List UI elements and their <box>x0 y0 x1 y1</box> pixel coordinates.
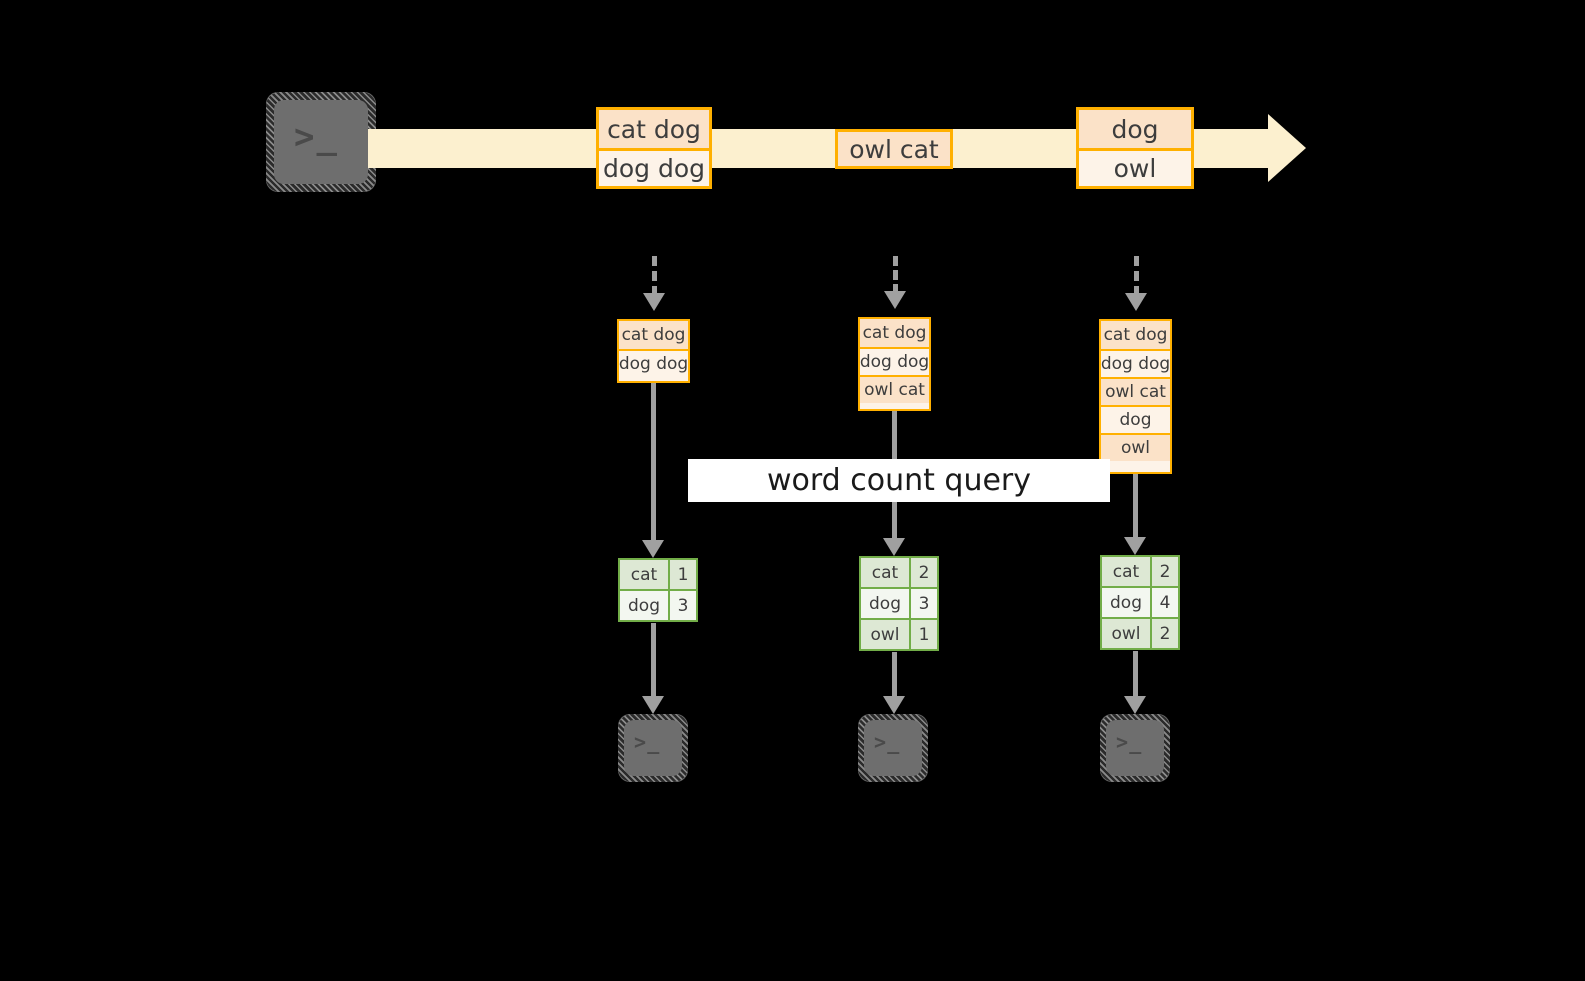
stream-record-2[interactable]: owl cat <box>835 129 953 169</box>
col3-sink-terminal-icon[interactable]: >_ <box>1100 714 1170 782</box>
table-row: dog 3 <box>861 587 937 618</box>
table-row: dog 4 <box>1102 586 1178 617</box>
fanout-connector-1 <box>652 256 657 296</box>
table-row: dog 3 <box>620 589 696 620</box>
stream-record-3[interactable]: dog owl <box>1076 107 1194 189</box>
fanout-connector-3 <box>1134 256 1139 296</box>
col1-result-table[interactable]: cat 1 dog 3 <box>618 558 698 622</box>
table-row: cat 2 <box>861 558 937 587</box>
col3-input-line: owl cat <box>1101 377 1170 405</box>
terminal-prompt-glyph: >_ <box>874 730 901 754</box>
col1-input-line: cat dog <box>619 321 688 349</box>
stream-record-line: dog dog <box>599 148 709 186</box>
table-cell-count: 1 <box>909 620 937 649</box>
table-row: cat 1 <box>620 560 696 589</box>
col3-input-line: owl <box>1101 433 1170 461</box>
table-cell-count: 2 <box>1150 619 1178 648</box>
col3-input-line: dog <box>1101 405 1170 433</box>
query-label-band: word count query <box>688 459 1110 502</box>
source-terminal-icon[interactable]: >_ <box>266 92 376 192</box>
fanout-connector-1-head <box>643 293 665 311</box>
terminal-body <box>1106 720 1164 776</box>
col3-result-table[interactable]: cat 2 dog 4 owl 2 <box>1100 555 1180 650</box>
table-cell-count: 3 <box>909 589 937 618</box>
col3-sink-connector <box>1133 651 1138 699</box>
stream-record-line: owl <box>1079 148 1191 186</box>
col2-input-line: dog dog <box>860 347 929 375</box>
col2-input-line: owl cat <box>860 375 929 403</box>
table-cell-word: owl <box>861 620 909 649</box>
table-cell-count: 2 <box>1150 557 1178 586</box>
col3-input-line: cat dog <box>1101 321 1170 349</box>
col2-sink-terminal-icon[interactable]: >_ <box>858 714 928 782</box>
table-cell-count: 4 <box>1150 588 1178 617</box>
table-cell-word: cat <box>620 560 668 589</box>
terminal-body <box>624 720 682 776</box>
stream-record-line: dog <box>1079 110 1191 148</box>
query-label-text: word count query <box>766 463 1032 498</box>
terminal-prompt-glyph: >_ <box>1116 730 1143 754</box>
table-row: cat 2 <box>1102 557 1178 586</box>
col3-query-connector-head <box>1124 537 1146 555</box>
terminal-body <box>274 100 368 184</box>
col1-sink-connector-head <box>642 696 664 714</box>
col2-input-record[interactable]: cat dog dog dog owl cat <box>858 317 931 411</box>
fanout-connector-2 <box>893 256 898 294</box>
terminal-body <box>864 720 922 776</box>
col3-input-line: dog dog <box>1101 349 1170 377</box>
col2-input-line: cat dog <box>860 319 929 347</box>
col1-sink-connector <box>651 623 656 699</box>
table-cell-count: 3 <box>668 591 696 620</box>
stream-record-line: owl cat <box>838 132 950 166</box>
table-cell-word: cat <box>1102 557 1150 586</box>
table-cell-word: dog <box>1102 588 1150 617</box>
col1-query-connector-head <box>642 540 664 558</box>
table-cell-word: dog <box>861 589 909 618</box>
terminal-prompt-glyph: >_ <box>634 730 661 754</box>
col1-input-record[interactable]: cat dog dog dog <box>617 319 690 383</box>
table-cell-word: cat <box>861 558 909 587</box>
col2-result-table[interactable]: cat 2 dog 3 owl 1 <box>859 556 939 651</box>
table-row: owl 1 <box>861 618 937 649</box>
terminal-prompt-glyph: >_ <box>294 117 340 157</box>
fanout-connector-3-head <box>1125 293 1147 311</box>
col2-sink-connector-head <box>883 696 905 714</box>
fanout-connector-2-head <box>884 291 906 309</box>
col2-sink-connector <box>892 652 897 699</box>
col3-sink-connector-head <box>1124 696 1146 714</box>
col3-input-record[interactable]: cat dog dog dog owl cat dog owl <box>1099 319 1172 474</box>
stream-arrow-head <box>1268 114 1306 182</box>
col2-query-connector-head <box>883 538 905 556</box>
table-cell-count: 2 <box>909 558 937 587</box>
col1-sink-terminal-icon[interactable]: >_ <box>618 714 688 782</box>
table-cell-word: dog <box>620 591 668 620</box>
stream-record-1[interactable]: cat dog dog dog <box>596 107 712 189</box>
col1-query-connector <box>651 383 656 543</box>
table-cell-word: owl <box>1102 619 1150 648</box>
table-cell-count: 1 <box>668 560 696 589</box>
table-row: owl 2 <box>1102 617 1178 648</box>
col1-input-line: dog dog <box>619 349 688 377</box>
col3-query-connector <box>1133 474 1138 540</box>
stream-record-line: cat dog <box>599 110 709 148</box>
